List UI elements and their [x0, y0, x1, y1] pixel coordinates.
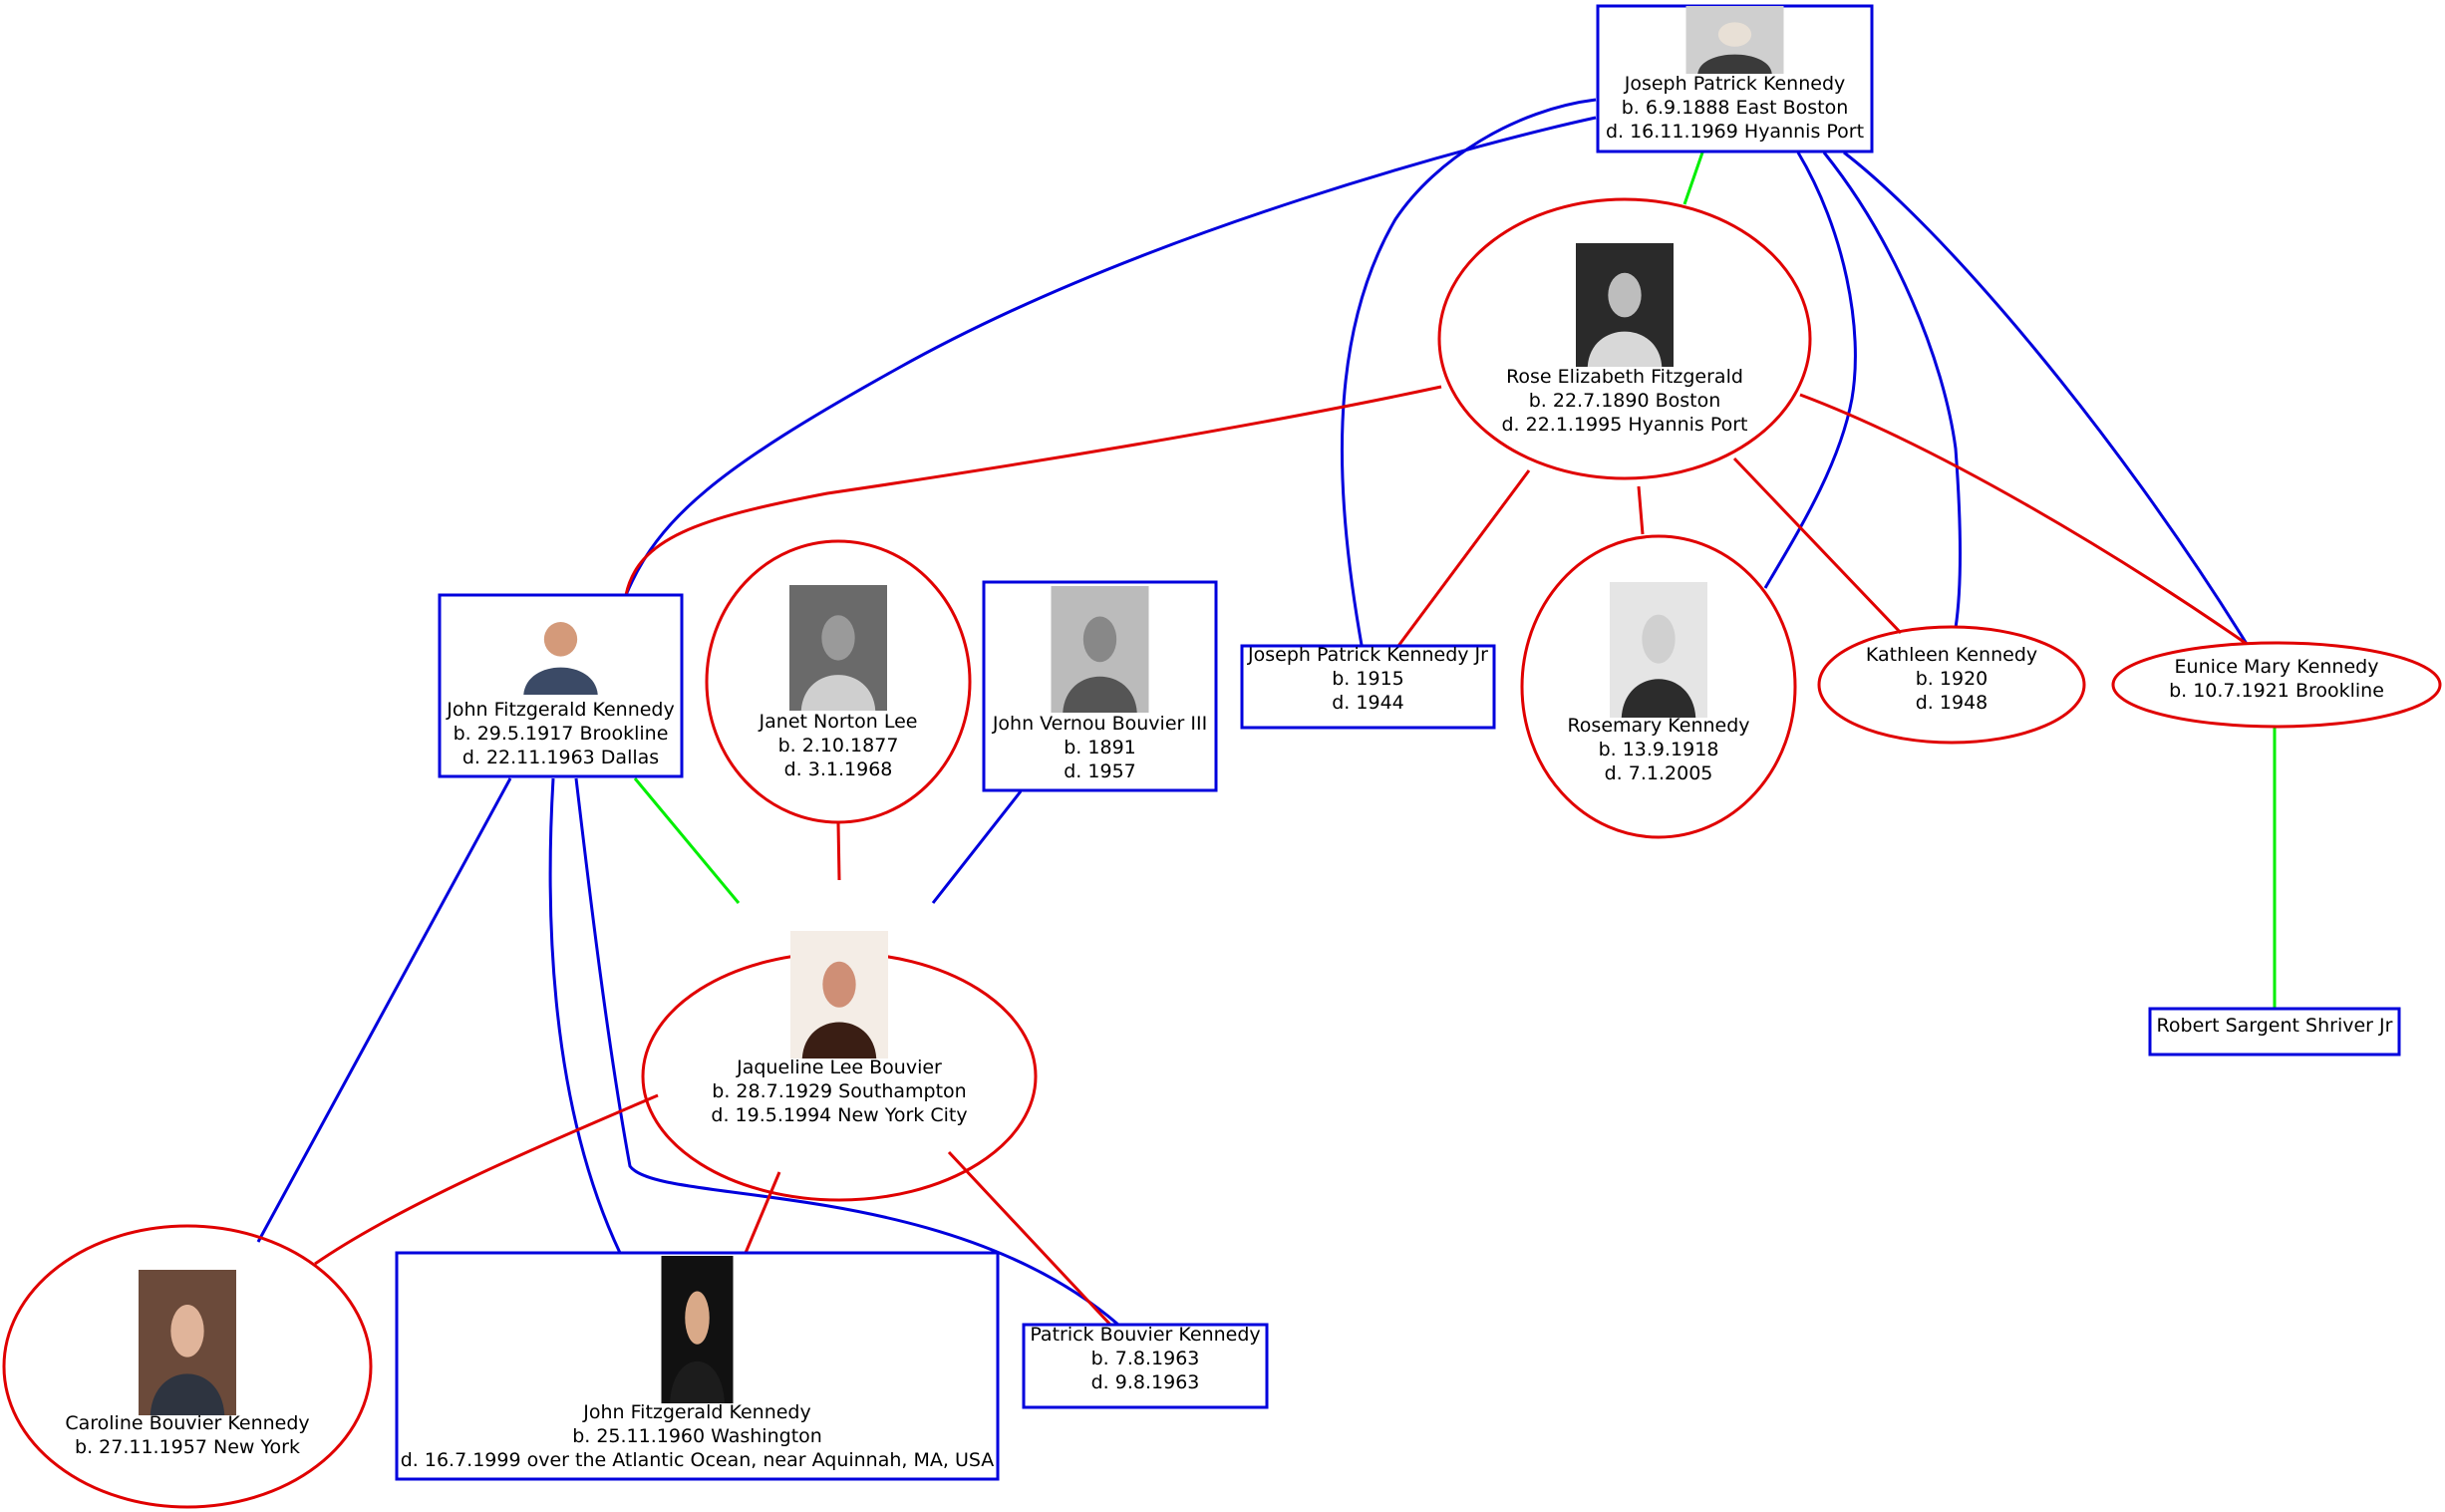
- female-ellipse-eunice: [2111, 641, 2442, 729]
- male-box-shriver: [2148, 1007, 2401, 1057]
- female-ellipse-caroline: [2, 1224, 373, 1509]
- edge-mother-rose-jfk: [624, 385, 1442, 596]
- person-label-line: Rosemary Kennedy: [1567, 715, 1749, 737]
- person-label-line: Caroline Bouvier Kennedy: [65, 1412, 309, 1434]
- portrait-photo-caroline: [139, 1270, 236, 1415]
- edge-father-jfk-patrick: [574, 777, 1119, 1327]
- edge-mother-janet-jackie: [836, 822, 841, 881]
- person-label-line: d. 1948: [1916, 692, 1988, 714]
- portrait-photo-bouvier3: [1051, 586, 1149, 713]
- person-label-line: b. 10.7.1921 Brookline: [2169, 680, 2384, 702]
- person-label-line: Jaqueline Lee Bouvier: [736, 1057, 942, 1078]
- person-label-line: b. 1915: [1332, 668, 1404, 690]
- person-label-line: d. 3.1.1968: [784, 758, 893, 780]
- person-label-line: b. 7.8.1963: [1091, 1348, 1200, 1369]
- person-label-line: d. 9.8.1963: [1091, 1371, 1200, 1393]
- person-label-line: b. 6.9.1888 East Boston: [1622, 97, 1849, 119]
- portrait-photo-rosemary: [1610, 582, 1707, 718]
- person-label-line: John Fitzgerald Kennedy: [582, 1401, 810, 1423]
- female-ellipse-rose: [1437, 197, 1812, 480]
- edges-layer: [256, 98, 2277, 1327]
- person-label-line: b. 13.9.1918: [1599, 739, 1719, 760]
- person-label-line: d. 22.11.1963 Dallas: [462, 747, 659, 768]
- person-label-line: b. 27.11.1957 New York: [75, 1436, 300, 1458]
- edge-father-joseph_sr-jfk: [624, 116, 1597, 596]
- edge-mother-jackie-jfk_jr: [744, 1171, 781, 1254]
- person-label-line: d. 16.11.1969 Hyannis Port: [1606, 121, 1864, 143]
- male-box-jfk_jr: [395, 1251, 1000, 1481]
- person-label-line: d. 1957: [1064, 760, 1136, 782]
- person-label-line: Joseph Patrick Kennedy: [1624, 73, 1846, 95]
- person-label-line: d. 1944: [1332, 692, 1404, 714]
- person-label-line: Kathleen Kennedy: [1866, 644, 2037, 666]
- portrait-photo-janet: [789, 585, 887, 711]
- edge-mother-rose-rosemary: [1637, 485, 1645, 535]
- edge-father-joseph_sr-rosemary: [1763, 151, 1857, 589]
- person-label-line: Rose Elizabeth Fitzgerald: [1506, 366, 1743, 388]
- person-label-line: d. 16.7.1999 over the Atlantic Ocean, ne…: [401, 1449, 995, 1471]
- edge-father-bouvier3-jackie: [931, 790, 1023, 904]
- edge-father-joseph_sr-kathleen: [1822, 151, 1962, 629]
- female-ellipse-rosemary: [1520, 534, 1797, 839]
- portrait-photo-jackie: [790, 931, 888, 1058]
- edge-marriage-jfk-jackie: [633, 777, 741, 904]
- person-node-shriver: Robert Sargent Shriver Jr: [2148, 1007, 2401, 1057]
- male-box-jfk: [438, 593, 684, 778]
- male-box-joseph_jr: [1240, 644, 1496, 730]
- person-label-line: d. 7.1.2005: [1605, 762, 1713, 784]
- edge-mother-jackie-patrick: [947, 1150, 1112, 1327]
- edge-mother-rose-joseph_jr: [1396, 469, 1531, 647]
- male-box-patrick: [1022, 1323, 1269, 1409]
- edge-mother-jackie-caroline: [314, 1093, 659, 1266]
- person-label-line: Joseph Patrick Kennedy Jr: [1247, 644, 1488, 666]
- person-label-line: Robert Sargent Shriver Jr: [2157, 1015, 2393, 1037]
- person-label-line: b. 25.11.1960 Washington: [572, 1425, 822, 1447]
- person-label-line: b. 1920: [1916, 668, 1988, 690]
- person-label-line: d. 19.5.1994 New York City: [711, 1104, 967, 1126]
- person-label-line: Patrick Bouvier Kennedy: [1030, 1324, 1260, 1346]
- male-box-bouvier3: [982, 580, 1218, 792]
- person-label-line: b. 22.7.1890 Boston: [1529, 390, 1721, 412]
- person-label-line: Janet Norton Lee: [759, 711, 918, 733]
- person-label-line: b. 1891: [1064, 737, 1136, 758]
- person-label-line: b. 2.10.1877: [778, 735, 899, 756]
- person-label-line: b. 29.5.1917 Brookline: [454, 723, 669, 745]
- edge-father-jfk-jfk_jr: [548, 777, 622, 1254]
- person-label-line: b. 28.7.1929 Southampton: [712, 1080, 966, 1102]
- person-label-line: John Vernou Bouvier III: [992, 713, 1207, 735]
- edge-mother-rose-eunice: [1799, 393, 2248, 646]
- portrait-photo-jfk_jr: [661, 1256, 734, 1403]
- edge-marriage-joseph_sr-rose: [1682, 151, 1704, 205]
- edge-mother-rose-kathleen: [1732, 456, 1903, 635]
- portrait-photo-rose: [1576, 243, 1674, 367]
- female-ellipse-kathleen: [1817, 625, 2086, 745]
- person-label-line: Eunice Mary Kennedy: [2175, 656, 2379, 678]
- edge-father-joseph_sr-joseph_jr: [1340, 98, 1597, 646]
- edge-father-joseph_sr-eunice: [1843, 151, 2249, 645]
- portrait-photo-joseph_sr: [1685, 6, 1784, 74]
- edge-father-jfk-caroline: [256, 777, 512, 1243]
- female-ellipse-janet: [705, 539, 972, 824]
- portrait-photo-jfk: [511, 599, 610, 695]
- person-label-line: d. 22.1.1995 Hyannis Port: [1501, 414, 1747, 436]
- person-label-line: John Fitzgerald Kennedy: [446, 699, 674, 721]
